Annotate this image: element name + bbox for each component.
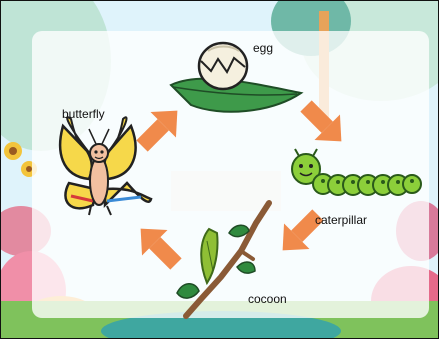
arrow-cocoon-to-butterfly [128,216,189,277]
egg-on-leaf-illustration [171,43,301,112]
arrow-butterfly-to-egg [129,98,190,159]
caterpillar-illustration [292,149,421,195]
egg-label: egg [253,41,273,55]
butterfly-illustration [60,117,151,215]
caterpillar-label: caterpillar [315,213,367,227]
arrow-egg-to-caterpillar [293,93,354,154]
butterfly-label: butterfly [62,107,105,121]
arrow-caterpillar-to-cocoon [270,202,331,263]
cocoon-label: cocoon [248,292,287,306]
